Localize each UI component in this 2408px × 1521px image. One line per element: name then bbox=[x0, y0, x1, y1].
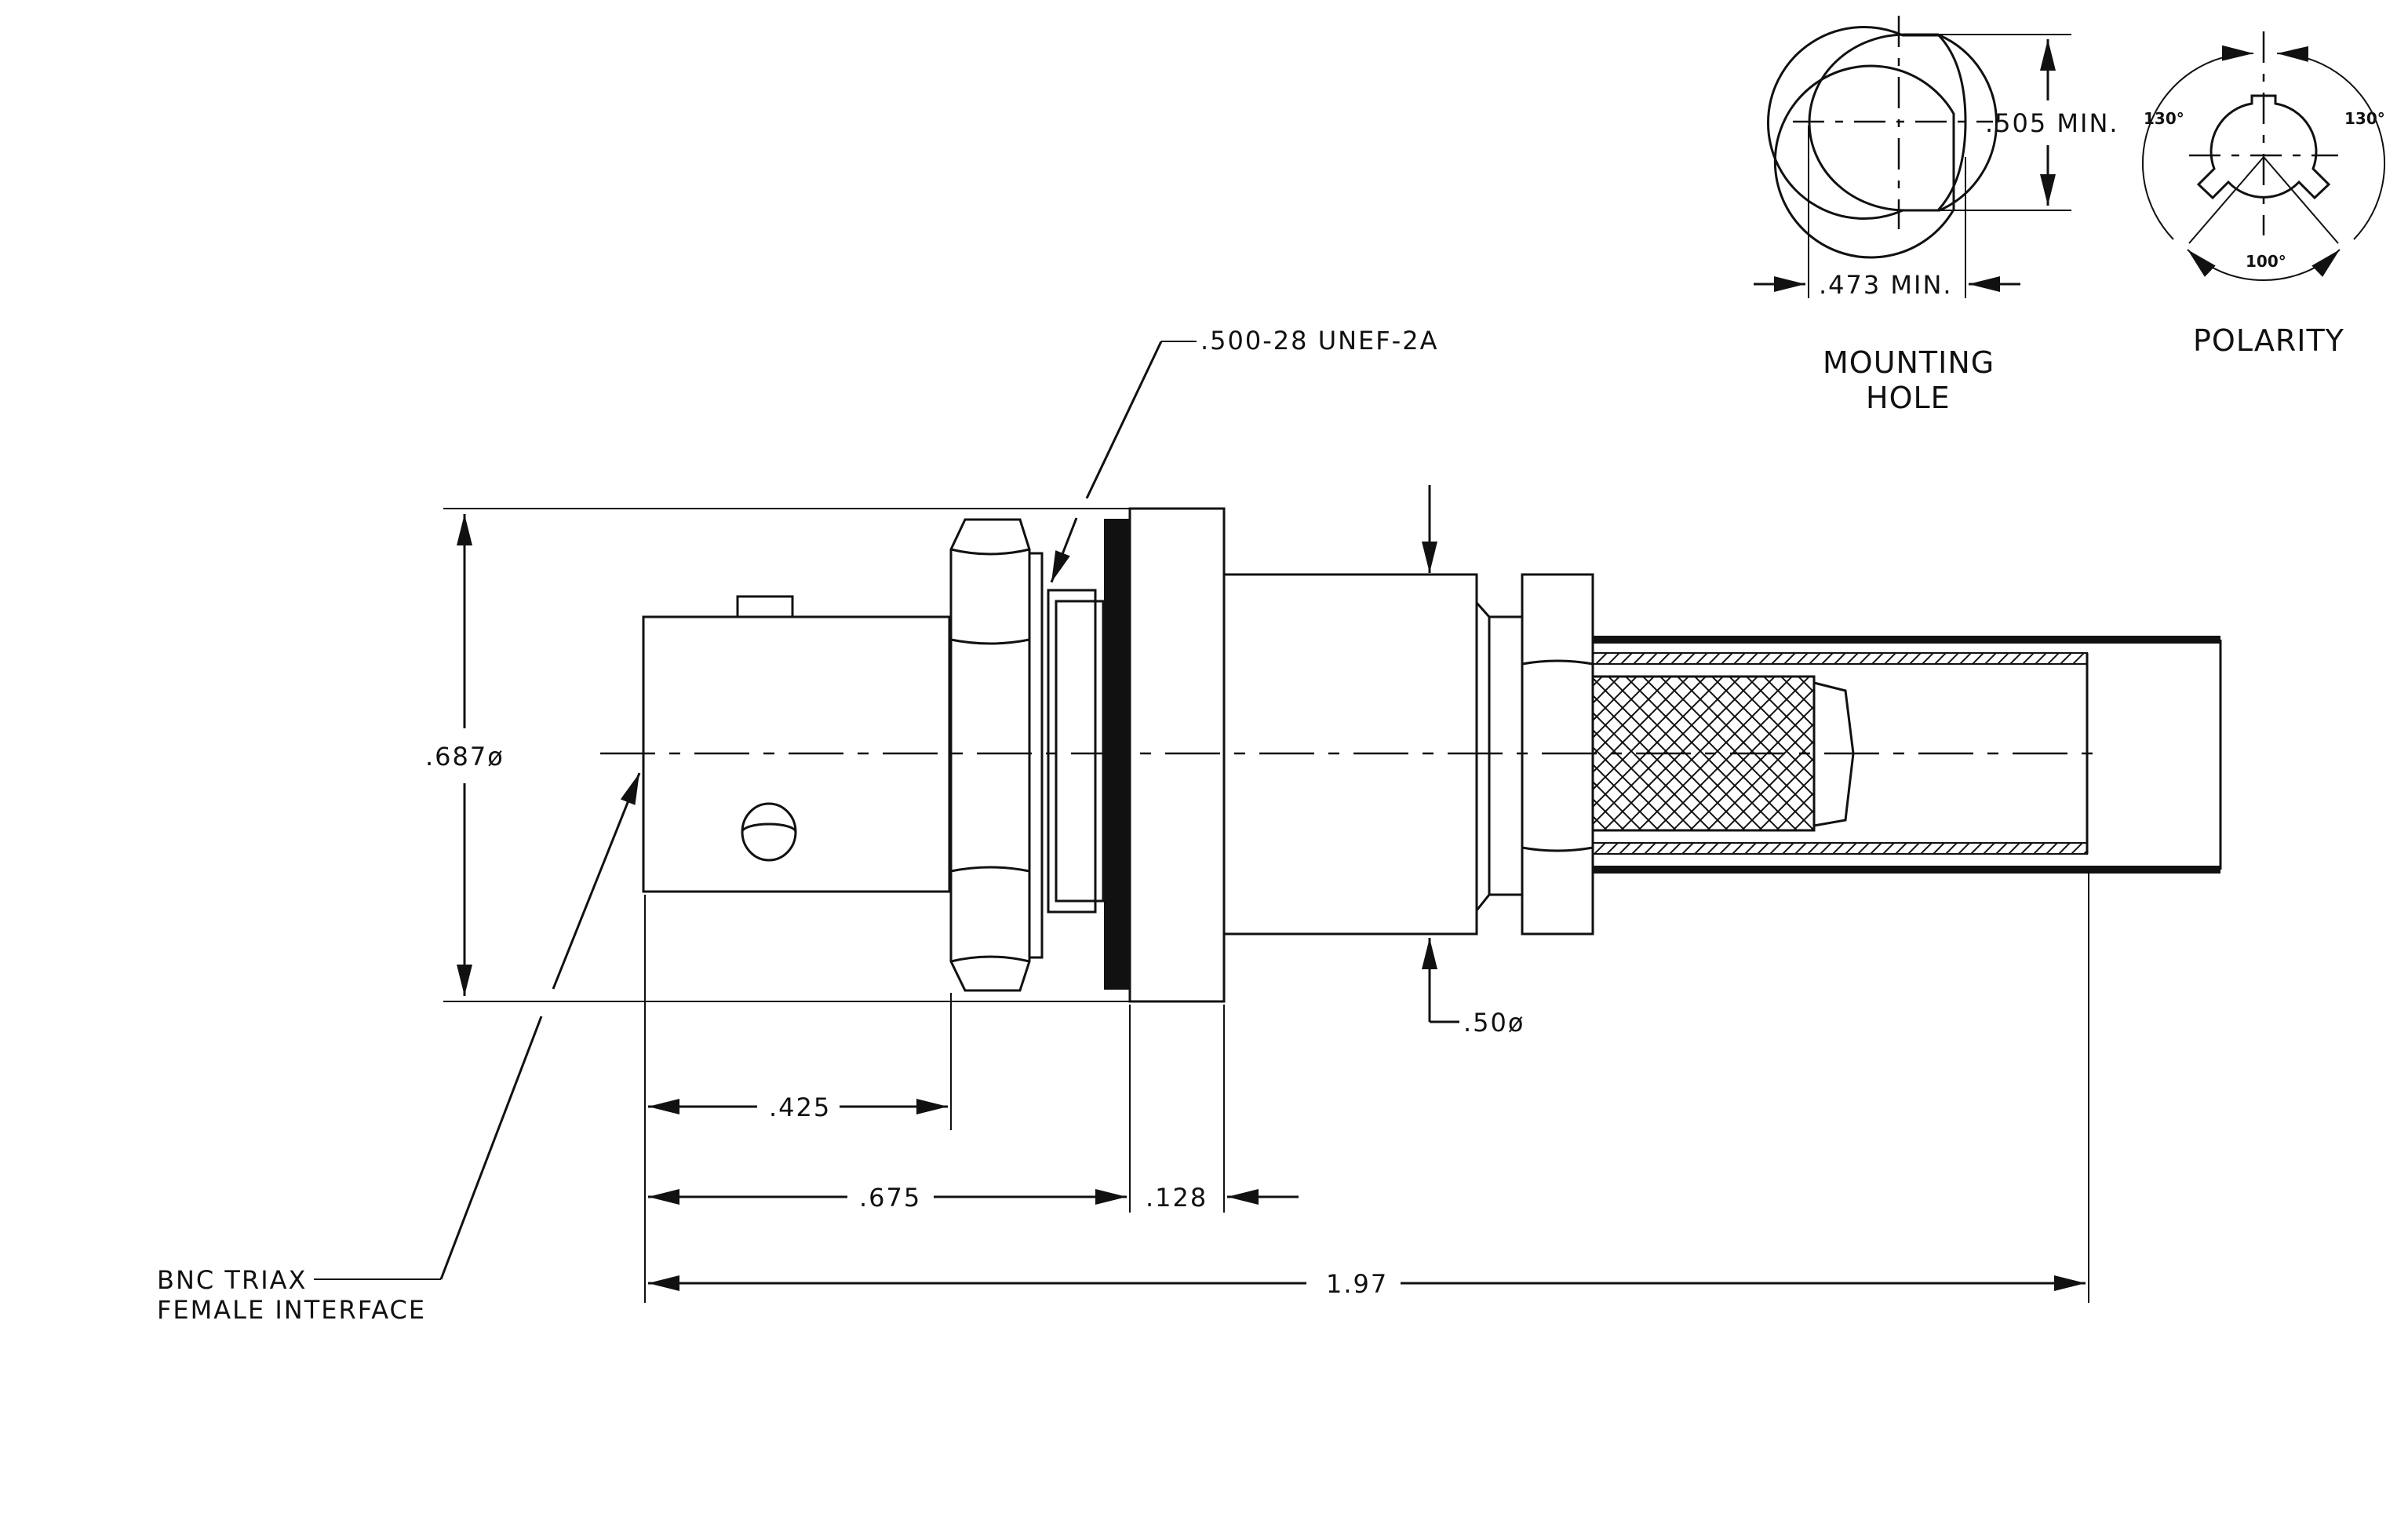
dim-50-label: .50ø bbox=[1463, 1008, 1525, 1038]
mounting-hole-view: .505 MIN. .473 MIN. MOUNTING HOLE bbox=[1754, 16, 2119, 415]
rear-nut bbox=[1521, 573, 1594, 936]
bnc-front-body bbox=[642, 595, 951, 893]
dimensions: .687ø .50ø .425 .675 .128 bbox=[420, 485, 2089, 1303]
polarity-view: 130° 130° 100° POLARITY bbox=[2141, 31, 2386, 358]
mounting-hole-title-1: MOUNTING bbox=[1823, 345, 1995, 380]
panel-flange bbox=[1128, 507, 1226, 1003]
mounting-hole-title-2: HOLE bbox=[1866, 381, 1951, 415]
interface-label-line2: FEMALE INTERFACE bbox=[157, 1295, 426, 1325]
d-hole-outline bbox=[1808, 33, 1967, 212]
hex-nut bbox=[949, 518, 1044, 992]
thread-callout: .500-28 UNEF-2A bbox=[1050, 326, 1438, 583]
braid-crimp bbox=[1591, 675, 1855, 832]
dim-675: .675 bbox=[648, 1183, 1127, 1213]
polarity-title: POLARITY bbox=[2193, 323, 2344, 358]
interface-label-line1: BNC TRIAX bbox=[157, 1265, 307, 1295]
dim-128-label: .128 bbox=[1146, 1183, 1208, 1213]
connector-side-view bbox=[600, 507, 2222, 1003]
polarity-angle-bottom: 100° bbox=[2246, 252, 2286, 271]
interface-callout: BNC TRIAX FEMALE INTERFACE bbox=[157, 772, 641, 1325]
thread-label: .500-28 UNEF-2A bbox=[1200, 326, 1438, 356]
dim-128: .128 bbox=[1146, 1183, 1299, 1213]
dim-505-label: .505 MIN. bbox=[1985, 108, 2119, 138]
dim-overall-length: 1.97 bbox=[648, 1269, 2086, 1299]
dim-197-label: 1.97 bbox=[1326, 1269, 1388, 1299]
dim-425-label: .425 bbox=[769, 1092, 831, 1122]
dim-body-diameter: .50ø bbox=[1422, 485, 1525, 1038]
dim-473-label: .473 MIN. bbox=[1819, 270, 1953, 300]
polarity-angle-left: 130° bbox=[2144, 109, 2184, 128]
dim-687-label: .687ø bbox=[425, 742, 505, 771]
dim-675-label: .675 bbox=[859, 1183, 921, 1213]
polarity-key-outline bbox=[2196, 94, 2331, 200]
dim-outer-diameter: .687ø bbox=[420, 508, 1224, 1002]
dim-425: .425 bbox=[648, 1092, 948, 1122]
polarity-angle-right: 130° bbox=[2344, 109, 2385, 128]
